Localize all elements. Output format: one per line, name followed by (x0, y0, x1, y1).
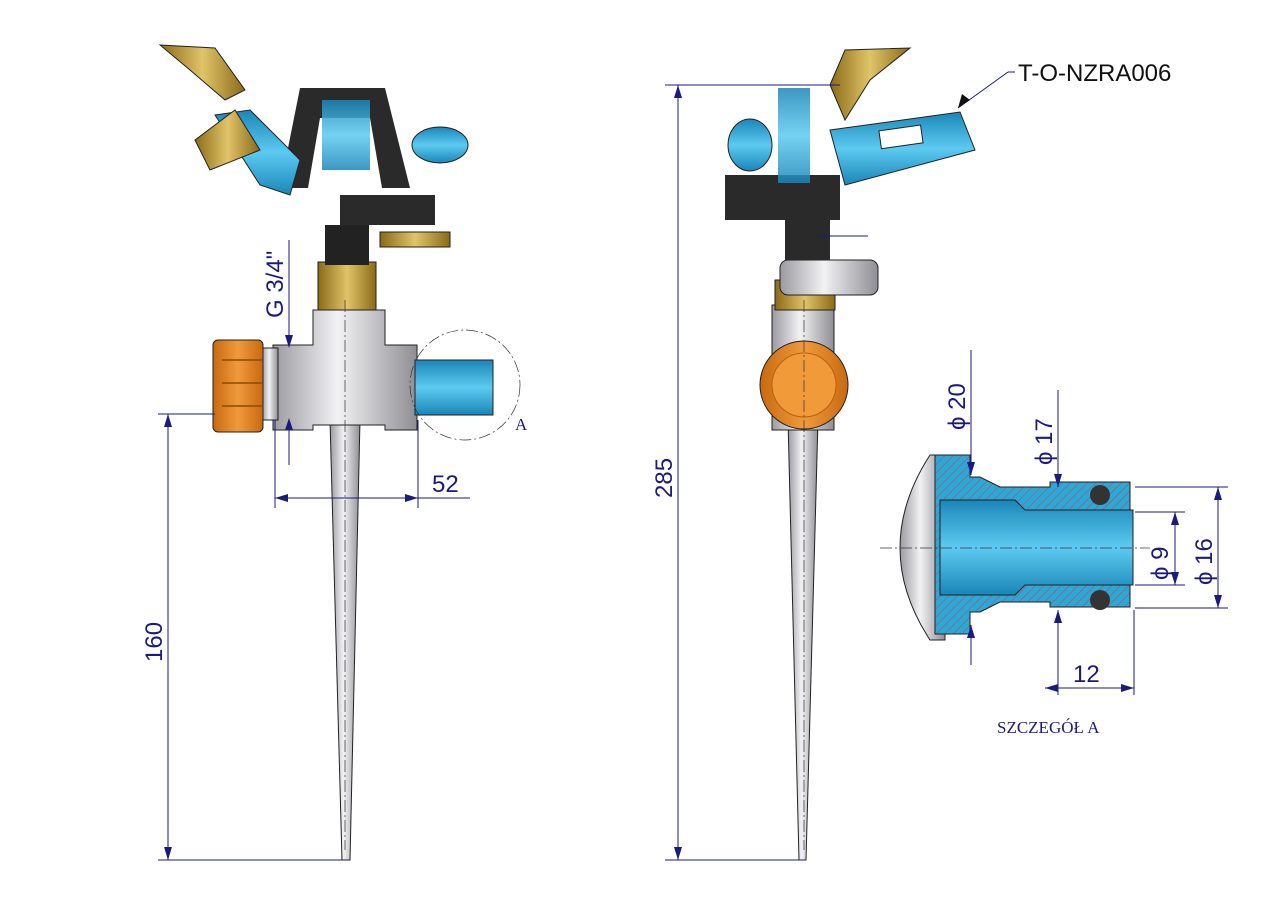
bearing (785, 215, 830, 260)
dia-20-label: ϕ 20 (944, 383, 971, 430)
spring (778, 88, 810, 183)
quick-connector (414, 359, 494, 416)
dimension-160: 160 (141, 413, 345, 861)
part-number[interactable]: T-O-NZRA006 (1018, 60, 1171, 87)
spring (322, 100, 370, 170)
detail-title: SZCZEGÓŁ A (997, 718, 1100, 737)
o-ring-bottom (1090, 590, 1110, 610)
arm-window (878, 124, 924, 150)
o-ring-top (1090, 485, 1110, 505)
front-view-sprinkler: A (158, 44, 528, 861)
hose-thread (261, 347, 279, 421)
distance-screw (379, 231, 451, 248)
dia-9-label: ϕ 9 (1147, 547, 1174, 580)
dim-285-label: 285 (651, 458, 678, 498)
connector-bore (939, 499, 1134, 596)
collar (779, 259, 879, 296)
deflector-arm (829, 111, 976, 186)
counterweight (727, 118, 773, 172)
counterweight (411, 126, 469, 164)
dimension-thread: G 3/4" (262, 240, 293, 465)
head-frame (280, 88, 410, 188)
dimension-285: 285 (651, 84, 840, 861)
orange-nut (212, 339, 264, 433)
bearing (325, 225, 369, 265)
brass-nut (317, 261, 377, 311)
dim-160-label: 160 (141, 622, 168, 662)
detail-dimensions: ϕ 20 ϕ 17 ϕ 9 ϕ 16 12 SZCZEGÓŁ A (944, 350, 1228, 737)
len-12-label: 12 (1073, 661, 1100, 688)
dia-16-label: ϕ 16 (1191, 538, 1218, 585)
nozzle (340, 195, 435, 225)
detail-a-section (880, 454, 1150, 641)
detail-a-circle (409, 329, 521, 441)
dia-17-label: ϕ 17 (1031, 418, 1058, 465)
orange-nut-ribs (222, 359, 262, 407)
dim-52-label: 52 (432, 471, 459, 498)
dome (899, 454, 946, 641)
side-view-sprinkler (725, 47, 976, 861)
dimension-52: 52 (274, 420, 470, 508)
brass-lever-base (194, 109, 261, 171)
part-number-callout: T-O-NZRA006 (957, 60, 1171, 109)
brass-lever (158, 44, 246, 101)
thread-label: G 3/4" (262, 251, 289, 318)
detail-marker: A (515, 415, 528, 434)
ground-spike (787, 419, 819, 861)
brass-lever (829, 47, 912, 122)
